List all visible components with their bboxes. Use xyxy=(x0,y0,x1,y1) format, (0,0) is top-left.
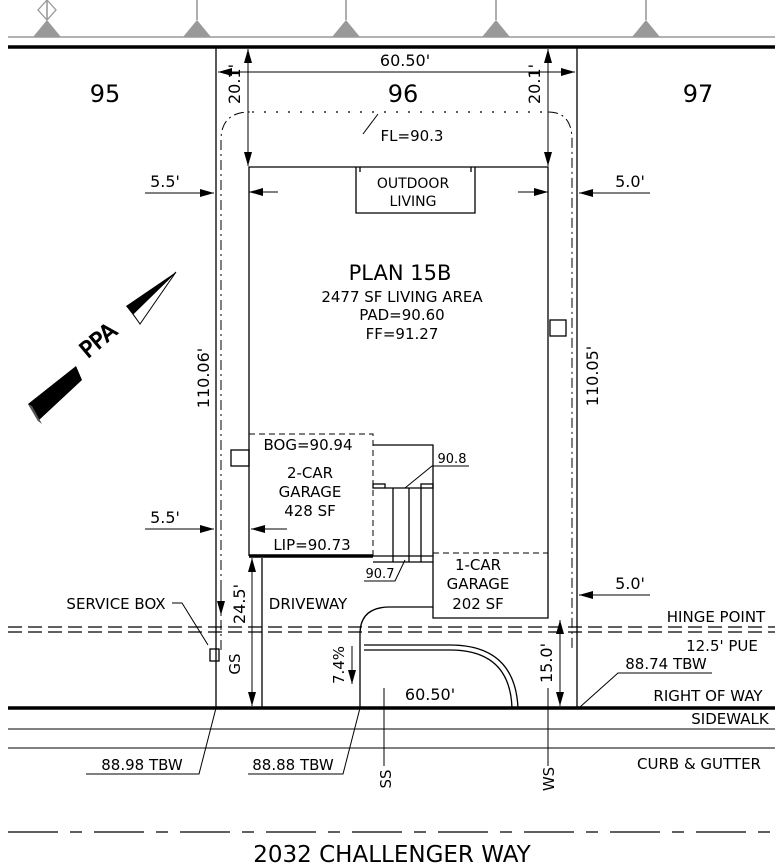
rear-setback-right: 20.1' xyxy=(525,49,552,166)
front-setback-label: 15.0' xyxy=(537,643,556,683)
ss-label: SS xyxy=(377,769,395,788)
side-right-lower-label: 5.0' xyxy=(615,574,645,593)
service-box-callout: SERVICE BOX xyxy=(66,595,209,646)
tbw-left-leader xyxy=(86,707,217,775)
frontage-dimension-top: 60.50' xyxy=(218,51,575,76)
garage1-line3: 202 SF xyxy=(452,595,504,613)
garage1-line2: GARAGE xyxy=(447,575,510,593)
garage1-line1: 1-CAR xyxy=(455,556,501,574)
side-left-lower-label: 5.5' xyxy=(150,508,180,527)
service-box xyxy=(209,648,220,662)
side-right-upper-label: 5.0' xyxy=(615,172,645,191)
hinge-point-label: HINGE POINT xyxy=(667,608,766,626)
sidewalk-label: SIDEWALK xyxy=(691,710,770,728)
fl-label: FL=90.3 xyxy=(381,127,444,145)
lot-number-center: 96 xyxy=(388,80,419,108)
frontage-bottom-label: 60.50' xyxy=(405,685,455,704)
rear-swale: FL=90.3 xyxy=(220,111,573,650)
side-setback-right-upper: 5.0' xyxy=(579,172,650,197)
driveway-flare xyxy=(359,606,433,708)
utility-box-right xyxy=(549,319,567,337)
pue-label: 12.5' PUE xyxy=(686,637,758,655)
tbw-right-leader xyxy=(579,672,712,708)
two-car-garage: BOG=90.94 2-CAR GARAGE 428 SF LIP=90.73 xyxy=(249,433,374,558)
tbw-right-label: 88.74 TBW xyxy=(625,655,707,673)
slope-label: 7.4% xyxy=(330,646,348,684)
step-bottom-elevation: 90.7 xyxy=(366,567,395,582)
street-name: 2032 CHALLENGER WAY xyxy=(253,842,531,868)
tbw-mid-leader xyxy=(248,707,361,775)
garage2-line1: 2-CAR xyxy=(287,464,333,482)
front-setback-dimension: 15.0' xyxy=(537,620,564,706)
right-of-way-label: RIGHT OF WAY xyxy=(653,687,763,705)
driveway-apron-outer xyxy=(364,644,519,709)
side-setback-right-lower: 5.0' xyxy=(579,574,650,599)
step-top-elevation: 90.8 xyxy=(438,452,467,467)
side-setback-left-lower: 5.5' xyxy=(145,508,214,533)
plan-title: PLAN 15B xyxy=(349,261,452,285)
side-left-upper-label: 5.5' xyxy=(150,172,180,191)
ws-label: WS xyxy=(540,767,558,791)
frontage-top-label: 60.50' xyxy=(380,51,430,70)
lot-number-right: 97 xyxy=(683,80,714,108)
driveway-apron-inner xyxy=(364,649,513,709)
curb-gutter-label: CURB & GUTTER xyxy=(637,755,761,773)
gs-label: GS xyxy=(226,653,244,674)
driveway-label: DRIVEWAY xyxy=(269,595,348,613)
one-car-garage: 1-CAR GARAGE 202 SF xyxy=(433,552,548,613)
service-box-label: SERVICE BOX xyxy=(66,595,165,613)
lot-number-left: 95 xyxy=(90,80,121,108)
driveway-depth-label: 24.5' xyxy=(230,584,249,624)
outdoor-living-line2: LIVING xyxy=(390,194,437,210)
tbw-mid-label: 88.88 TBW xyxy=(252,756,334,774)
ff-elevation: FF=91.27 xyxy=(366,325,439,343)
outdoor-living-line1: OUTDOOR xyxy=(377,176,450,192)
living-area: 2477 SF LIVING AREA xyxy=(321,288,483,306)
rear-left-label: 20.1' xyxy=(225,64,244,104)
tbw-left-label: 88.98 TBW xyxy=(101,756,183,774)
depth-right-label: 110.05' xyxy=(583,346,602,406)
outdoor-living: OUTDOOR LIVING xyxy=(355,167,476,214)
pad-elevation: PAD=90.60 xyxy=(359,306,444,324)
north-arrow-text: PPA xyxy=(75,319,122,364)
depth-left-label: 110.06' xyxy=(194,348,213,408)
north-arrow-icon: PPA xyxy=(28,271,177,424)
lip-elevation: LIP=90.73 xyxy=(273,536,350,554)
garage2-line3: 428 SF xyxy=(284,502,336,520)
side-setback-left-upper: 5.5' xyxy=(145,172,214,197)
rear-right-label: 20.1' xyxy=(525,64,544,104)
entry-steps: 90.8 90.7 xyxy=(364,444,469,582)
bog-elevation: BOG=90.94 xyxy=(264,436,353,454)
house-side-arrows xyxy=(249,188,548,196)
rear-neighbor-markers xyxy=(8,0,775,38)
rear-setback-left: 20.1' xyxy=(225,49,252,166)
utility-box-left xyxy=(230,449,250,467)
garage2-line2: GARAGE xyxy=(279,483,342,501)
